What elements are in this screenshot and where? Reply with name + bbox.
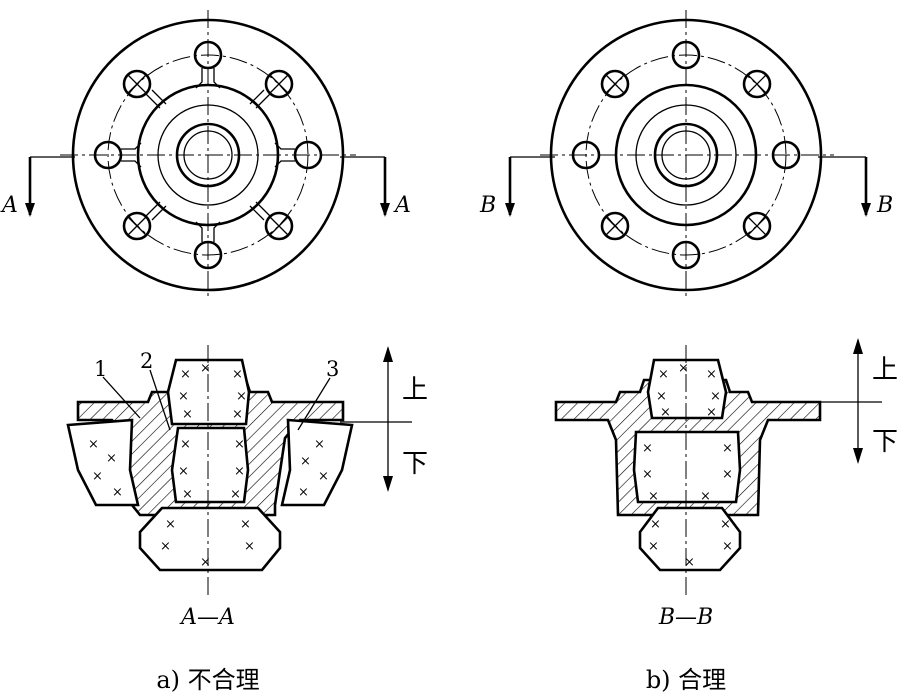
svg-text:×: ×	[234, 437, 245, 452]
left-top-view: A A	[0, 10, 411, 300]
svg-text:×: ×	[112, 485, 123, 500]
direction-arrow-left	[383, 346, 393, 492]
svg-text:×: ×	[88, 437, 99, 452]
right-section-view: ××× ×× ×× ×× ×× ×× ×× ××× 上 下 B—B b) 合理	[554, 338, 898, 694]
side-core-right	[280, 418, 354, 507]
down-label-left: 下	[402, 449, 428, 479]
svg-text:×: ×	[722, 539, 733, 554]
svg-text:×: ×	[678, 361, 689, 376]
svg-text:×: ×	[182, 487, 193, 502]
svg-text:×: ×	[178, 389, 189, 404]
caption-left: a) 不合理	[156, 666, 259, 694]
right-top-view: B B	[479, 10, 893, 300]
left-section-view: ××× ×× ×× ×× ×× ×× ×× ××× ×××× ×××× 1 2 …	[66, 345, 428, 694]
svg-text:×: ×	[298, 485, 309, 500]
svg-text:×: ×	[660, 405, 671, 420]
svg-text:×: ×	[244, 539, 255, 554]
down-label-right: 下	[872, 427, 898, 457]
core-cross-marks-left: ××× ×× ×× ×× ×× ×× ×× ××× ×××× ××××	[88, 361, 329, 570]
svg-text:×: ×	[700, 489, 711, 504]
svg-text:×: ×	[232, 407, 243, 422]
svg-text:×: ×	[706, 367, 717, 382]
section-label-b-left: B	[479, 193, 496, 218]
svg-text:×: ×	[314, 437, 325, 452]
svg-text:×: ×	[642, 467, 653, 482]
caption-right: b) 合理	[646, 666, 726, 694]
svg-text:×: ×	[722, 467, 733, 482]
section-title-right: B—B	[658, 605, 713, 630]
svg-text:×: ×	[710, 389, 721, 404]
svg-text:×: ×	[240, 517, 251, 532]
svg-text:×: ×	[658, 367, 669, 382]
svg-text:×: ×	[722, 441, 733, 456]
svg-text:×: ×	[92, 469, 103, 484]
svg-text:×: ×	[648, 539, 659, 554]
svg-text:×: ×	[200, 361, 211, 376]
up-label-left: 上	[402, 375, 428, 405]
svg-text:×: ×	[720, 517, 731, 532]
section-label-b-right: B	[876, 193, 893, 218]
bottom-core-left	[138, 506, 282, 572]
svg-text:×: ×	[648, 489, 659, 504]
top-core-right	[646, 358, 728, 420]
svg-text:×: ×	[300, 454, 311, 469]
side-core-left	[66, 418, 140, 507]
svg-text:×: ×	[230, 487, 241, 502]
svg-text:×: ×	[684, 555, 695, 570]
svg-text:×: ×	[650, 517, 661, 532]
svg-text:×: ×	[642, 441, 653, 456]
section-label-a-left: A	[0, 193, 18, 218]
section-label-a-right: A	[393, 193, 411, 218]
svg-text:×: ×	[106, 451, 117, 466]
svg-text:×: ×	[182, 407, 193, 422]
svg-text:×: ×	[706, 405, 717, 420]
direction-arrow-right	[853, 338, 863, 464]
svg-text:×: ×	[200, 555, 211, 570]
svg-text:×: ×	[178, 464, 189, 479]
svg-text:×: ×	[180, 367, 191, 382]
up-label-right: 上	[872, 355, 898, 385]
part-number-2: 2	[140, 349, 153, 373]
core-cross-marks-right: ××× ×× ×× ×× ×× ×× ×× ×××	[642, 361, 733, 570]
svg-text:×: ×	[165, 517, 176, 532]
svg-text:×: ×	[160, 539, 171, 554]
middle-core-left	[170, 426, 250, 504]
section-title-left: A—A	[179, 605, 235, 630]
svg-text:×: ×	[232, 367, 243, 382]
svg-text:×: ×	[236, 389, 247, 404]
svg-text:×: ×	[656, 389, 667, 404]
svg-text:×: ×	[234, 464, 245, 479]
svg-text:×: ×	[180, 437, 191, 452]
middle-core-right	[632, 430, 742, 504]
part-number-3: 3	[326, 357, 339, 381]
part-number-1: 1	[94, 357, 107, 381]
runners	[121, 68, 295, 242]
svg-text:×: ×	[318, 469, 329, 484]
bottom-core-right	[638, 506, 742, 572]
